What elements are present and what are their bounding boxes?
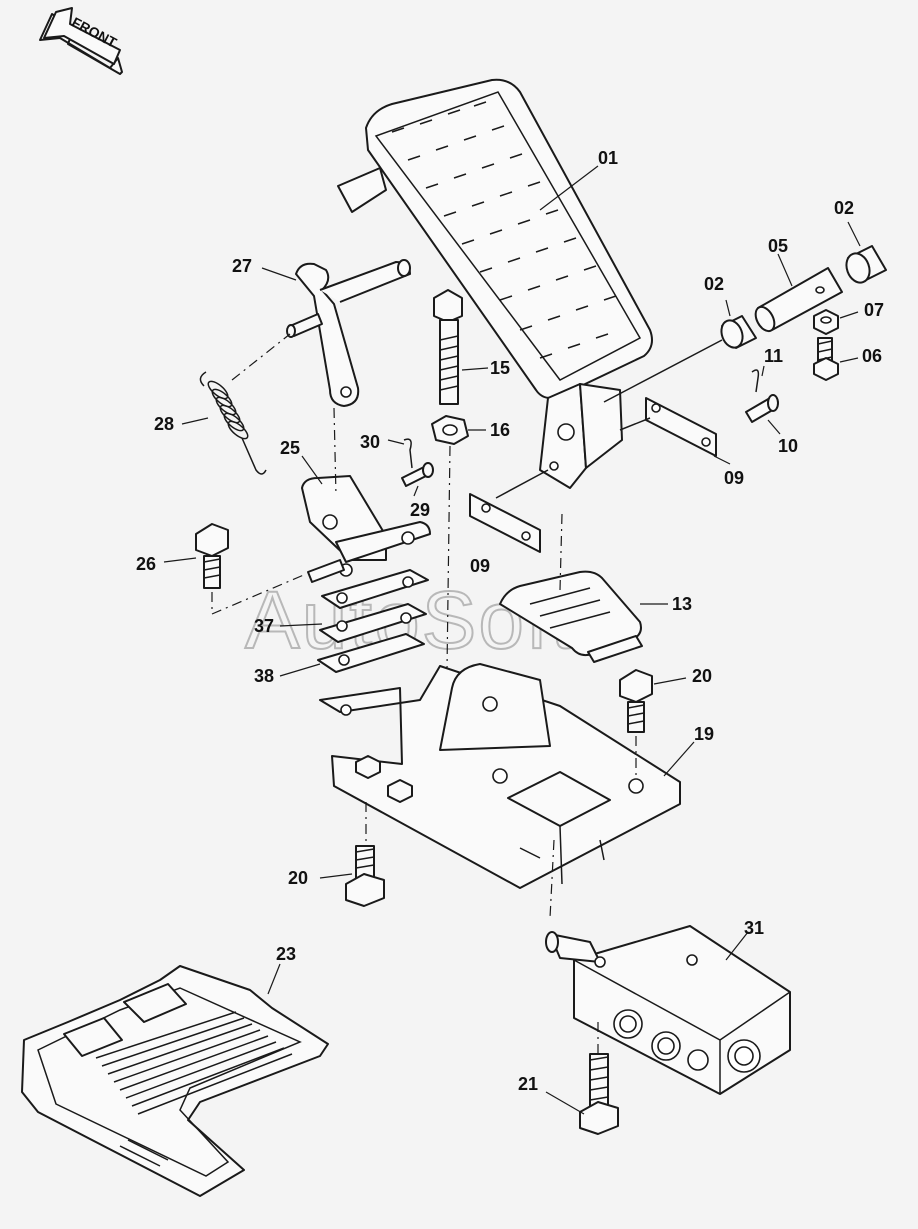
label-13: 13	[672, 594, 692, 614]
label-26: 26	[136, 554, 156, 574]
bolt-06	[813, 337, 839, 381]
front-arrow-icon: FRONT	[39, 7, 123, 75]
label-10: 10	[778, 436, 798, 456]
label-05: 05	[768, 236, 788, 256]
label-28: 28	[154, 414, 174, 434]
label-16: 16	[490, 420, 510, 440]
cotter-pin-30	[403, 438, 413, 469]
nut-16	[431, 415, 469, 445]
cotter-pin-11	[751, 369, 760, 393]
plate-09-right	[645, 397, 717, 457]
bolt-21	[579, 1053, 619, 1135]
clevis-pin-10	[745, 394, 779, 423]
label-27: 27	[232, 256, 252, 276]
label-01: 01	[598, 148, 618, 168]
label-07: 07	[864, 300, 884, 320]
label-09-left: 09	[470, 556, 490, 576]
bolt-20-bottom	[345, 845, 385, 907]
label-19: 19	[694, 724, 714, 744]
bracket	[301, 475, 431, 583]
lever	[286, 259, 411, 407]
nut-07	[813, 309, 839, 335]
label-02-left: 02	[704, 274, 724, 294]
pilot-valve	[545, 925, 791, 1095]
label-38: 38	[254, 666, 274, 686]
label-31: 31	[744, 918, 764, 938]
label-11: 11	[764, 346, 783, 366]
label-23: 23	[276, 944, 296, 964]
bolt-20-top	[619, 669, 653, 733]
label-20-bottom: 20	[288, 868, 308, 888]
spacer-plates	[317, 569, 429, 673]
clevis-pin-29	[401, 462, 434, 487]
bolt-26	[195, 523, 229, 589]
label-06: 06	[862, 346, 882, 366]
label-25: 25	[280, 438, 300, 458]
shaft-05	[754, 267, 843, 333]
label-21: 21	[518, 1074, 538, 1094]
pedal	[337, 78, 653, 489]
base-plate	[319, 663, 681, 889]
bushing-02-left	[720, 315, 757, 349]
plate-09-left	[469, 493, 541, 553]
label-37: 37	[254, 616, 274, 636]
stopper-pad	[499, 570, 643, 663]
floor-mat	[21, 965, 329, 1197]
label-20-top: 20	[692, 666, 712, 686]
label-29: 29	[410, 500, 430, 520]
label-15: 15	[490, 358, 510, 378]
label-09-right: 09	[724, 468, 744, 488]
label-30: 30	[360, 432, 380, 452]
label-02-right: 02	[834, 198, 854, 218]
bolt-15	[433, 289, 463, 405]
spring	[199, 371, 267, 475]
bushing-02-right	[845, 245, 887, 284]
